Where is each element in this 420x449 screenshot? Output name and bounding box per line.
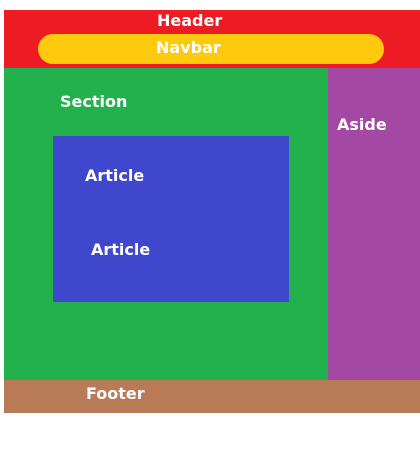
article-label-second: Article xyxy=(91,240,151,259)
aside-block xyxy=(328,68,420,380)
footer-block xyxy=(4,380,420,413)
aside-label: Aside xyxy=(337,115,387,134)
article-block xyxy=(53,136,289,302)
header-label: Header xyxy=(157,11,223,30)
footer-label: Footer xyxy=(86,384,145,403)
navbar-label: Navbar xyxy=(156,38,221,57)
section-label: Section xyxy=(60,92,128,111)
navbar-block xyxy=(38,34,384,64)
article-label-first: Article xyxy=(85,166,145,185)
